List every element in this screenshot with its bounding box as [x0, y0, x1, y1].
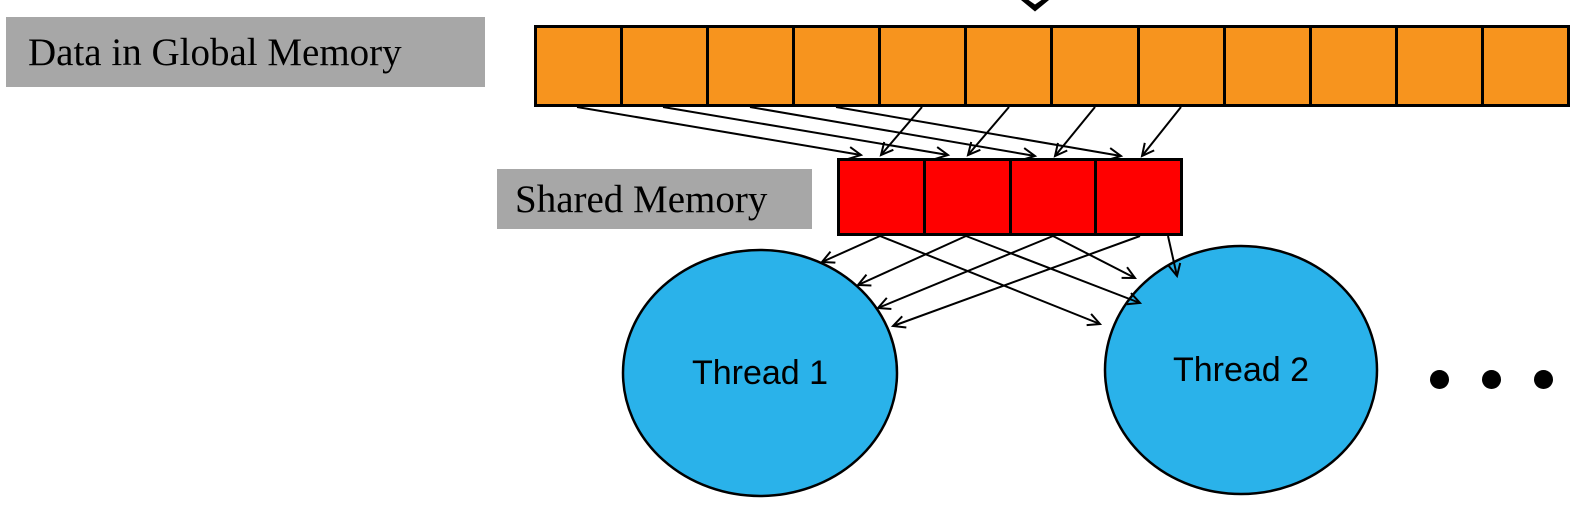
shared-memory-cell [925, 161, 1012, 233]
shared-memory-cell [840, 161, 926, 233]
global-memory-cell [881, 28, 968, 104]
shared-memory-cell [1097, 161, 1180, 233]
global-memory-label-text: Data in Global Memory [28, 30, 402, 74]
ellipsis-dot [1482, 370, 1501, 389]
global-to-shared-arrow [966, 106, 1010, 157]
shared-memory-array [837, 158, 1183, 236]
global-to-shared-arrow [576, 106, 864, 160]
ellipsis-dot [1430, 370, 1449, 389]
shared-memory-label-text: Shared Memory [515, 177, 768, 221]
global-memory-cell [537, 28, 624, 104]
global-memory-cell [967, 28, 1054, 104]
global-to-shared-arrow [835, 106, 1124, 161]
global-to-shared-arrow [1053, 106, 1096, 158]
global-to-shared-arrow [749, 106, 1038, 161]
shared-to-thread-arrow [890, 235, 1141, 329]
global-memory-cell [1311, 28, 1398, 104]
ellipsis-dots [1430, 370, 1553, 389]
shared-to-thread-arrow [875, 235, 1054, 310]
shared-to-thread-arrow [879, 235, 1103, 327]
top-down-arrow-icon [1021, 0, 1049, 12]
global-to-shared-arrow [1140, 106, 1182, 158]
global-to-shared-arrow [879, 106, 923, 157]
thread-2-label: Thread 2 [1172, 350, 1310, 389]
shared-memory-label: Shared Memory [497, 169, 812, 229]
global-memory-cell [1397, 28, 1484, 104]
thread-1-label: Thread 1 [691, 353, 829, 392]
shared-memory-cell [1011, 161, 1098, 233]
global-memory-label: Data in Global Memory [6, 17, 485, 87]
global-memory-cell [709, 28, 796, 104]
global-memory-cell [1225, 28, 1312, 104]
global-memory-cell [623, 28, 710, 104]
global-memory-cell [795, 28, 882, 104]
ellipsis-dot [1534, 370, 1553, 389]
global-to-shared-arrow [662, 106, 951, 160]
global-memory-cell [1139, 28, 1226, 104]
global-memory-cell [1483, 28, 1567, 104]
global-memory-cell [1053, 28, 1140, 104]
global-memory-array [534, 25, 1570, 107]
